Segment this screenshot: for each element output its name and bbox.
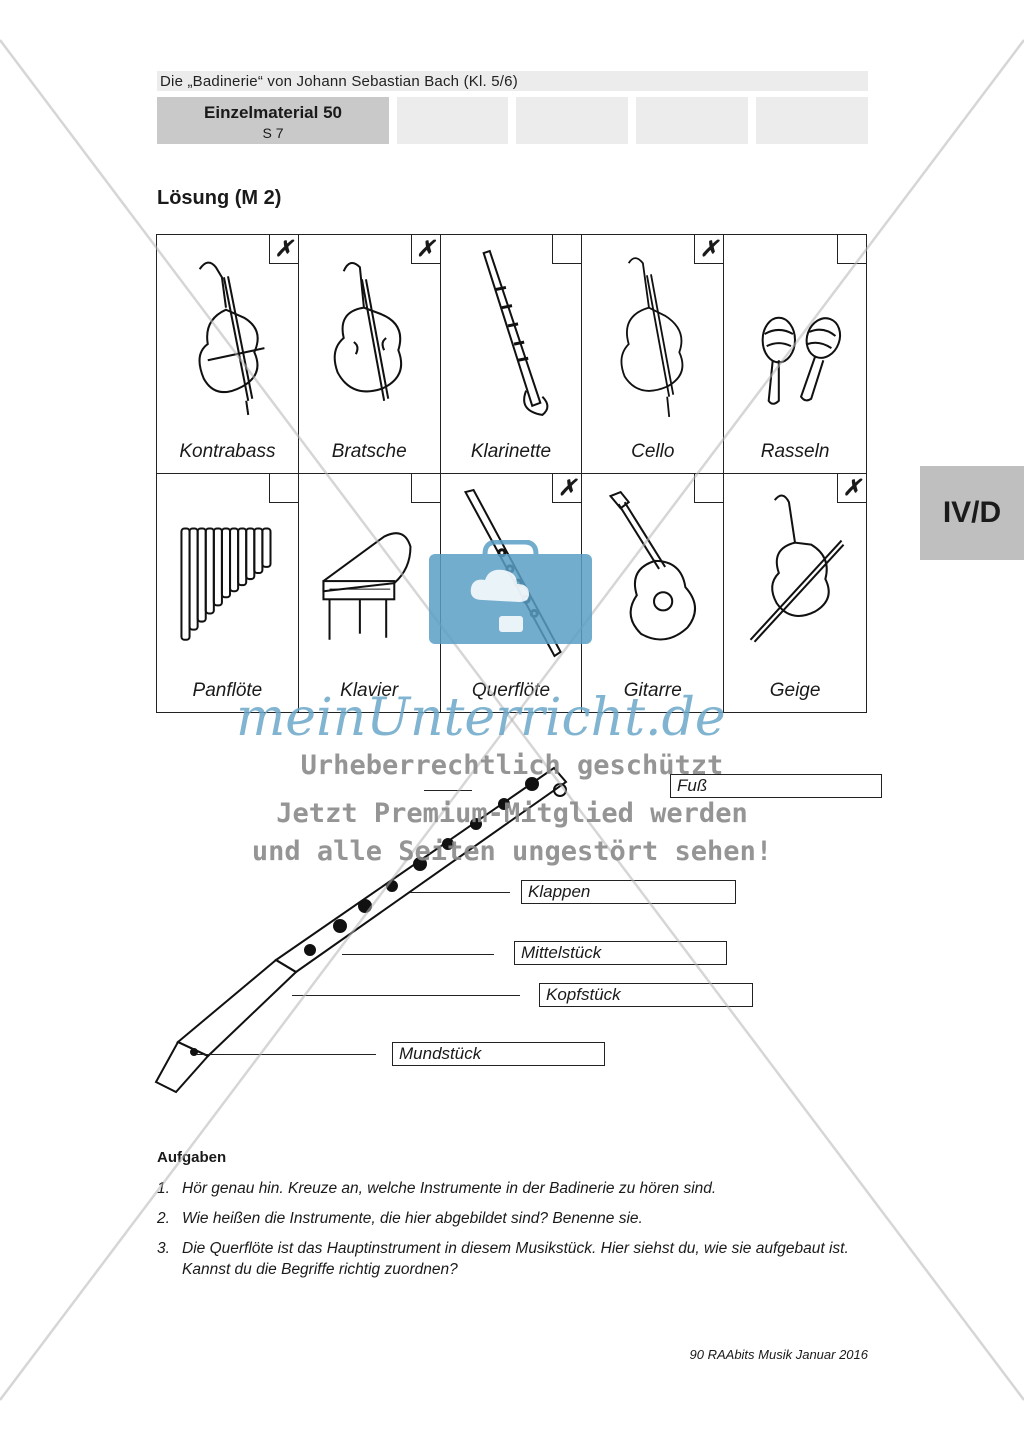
header-empty-box bbox=[516, 97, 628, 144]
label-box-keys: Klappen bbox=[521, 880, 736, 904]
task-item: 1. Hör genau hin. Kreuze an, welche Inst… bbox=[157, 1178, 869, 1199]
instrument-card: ✗ Bratsche bbox=[298, 235, 441, 474]
task-text: Die Querflöte ist das Hauptinstrument in… bbox=[182, 1240, 849, 1278]
header-empty-box bbox=[756, 97, 868, 144]
footer: 90 RAAbits Musik Januar 2016 bbox=[689, 1347, 868, 1362]
label-box-mouth: Mundstück bbox=[392, 1042, 605, 1066]
leader-line bbox=[292, 995, 520, 996]
briefcase-icon bbox=[429, 540, 592, 644]
maracas-icon bbox=[761, 316, 842, 405]
task-text: Wie heißen die Instrumente, die hier abg… bbox=[182, 1210, 643, 1227]
grand-piano-icon bbox=[322, 531, 412, 640]
leader-line bbox=[410, 892, 510, 893]
viola-icon bbox=[333, 262, 402, 401]
double-bass-icon bbox=[198, 261, 265, 416]
watermark-line: Urheberrechtlich geschützt bbox=[300, 750, 724, 781]
section-tab: IV/D bbox=[920, 466, 1024, 560]
watermark-line: Jetzt Premium-Mitglied werden bbox=[276, 798, 748, 829]
instrument-name: Kontrabass bbox=[179, 440, 276, 462]
clarinet-icon bbox=[481, 249, 549, 417]
page-label: S 7 bbox=[262, 125, 284, 141]
watermark-logo: meinUnterricht.de bbox=[236, 688, 726, 748]
header-empty-box bbox=[397, 97, 508, 144]
material-box: Einzelmaterial 50 S 7 bbox=[157, 97, 389, 144]
leader-line bbox=[424, 790, 472, 791]
instrument-card: Rasseln bbox=[724, 235, 866, 474]
instrument-card: Klavier bbox=[299, 473, 441, 712]
header-empty-box bbox=[636, 97, 748, 144]
task-number: 3. bbox=[157, 1240, 170, 1257]
watermark-line: und alle Seiten ungestört sehen! bbox=[251, 836, 773, 867]
tasks-title: Aufgaben bbox=[157, 1149, 227, 1166]
instrument-name: Klarinette bbox=[470, 440, 552, 462]
pan-flute-icon bbox=[180, 526, 272, 641]
leader-line bbox=[342, 954, 494, 955]
instrument-card: Gitarre bbox=[582, 473, 725, 712]
leader-line bbox=[196, 1054, 376, 1055]
instrument-card: ✗ Cello bbox=[582, 235, 725, 474]
label-box-middle: Mittelstück bbox=[514, 941, 727, 965]
task-item: 3. Die Querflöte ist das Hauptinstrument… bbox=[157, 1238, 869, 1280]
instrument-card: Panflöte bbox=[157, 473, 299, 712]
label-box-head: Kopfstück bbox=[539, 983, 753, 1007]
task-number: 1. bbox=[157, 1180, 170, 1197]
instrument-name: Rasseln bbox=[760, 440, 830, 462]
instrument-card: Klarinette bbox=[440, 235, 583, 474]
cello-icon bbox=[620, 257, 684, 418]
violin-icon bbox=[749, 494, 845, 642]
instrument-name: Cello bbox=[631, 440, 675, 462]
task-item: 2. Wie heißen die Instrumente, die hier … bbox=[157, 1208, 869, 1229]
task-text: Hör genau hin. Kreuze an, welche Instrum… bbox=[182, 1180, 717, 1197]
solution-title: Lösung (M 2) bbox=[157, 187, 282, 209]
instrument-card: ✗ Geige bbox=[724, 473, 866, 713]
instrument-name: Bratsche bbox=[331, 440, 407, 462]
task-number: 2. bbox=[157, 1210, 170, 1227]
material-label: Einzelmaterial 50 bbox=[204, 103, 342, 122]
guitar-icon bbox=[609, 490, 697, 640]
instrument-name: Geige bbox=[769, 680, 821, 701]
header-title: Die „Badinerie“ von Johann Sebastian Bac… bbox=[160, 73, 518, 90]
instrument-card: ✗ Kontrabass bbox=[157, 235, 299, 474]
